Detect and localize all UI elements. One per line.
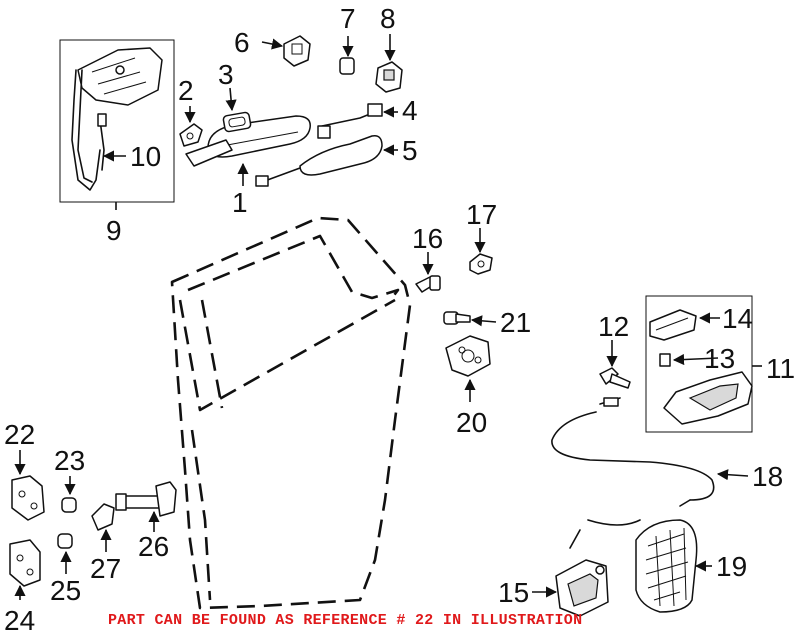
part-24-lower-bracket bbox=[9, 539, 41, 587]
part-26-door-check bbox=[115, 481, 177, 517]
callout-12: 12 bbox=[598, 311, 629, 342]
part-8-cap bbox=[375, 61, 403, 93]
callout-16: 16 bbox=[412, 223, 443, 254]
part-15-door-latch bbox=[555, 559, 609, 617]
rear-door-outline bbox=[170, 216, 412, 610]
callout-labels: 1 2 3 4 5 6 7 8 9 10 11 12 13 14 15 16 1… bbox=[4, 3, 795, 636]
callout-8: 8 bbox=[380, 3, 396, 34]
callout-4: 4 bbox=[402, 95, 418, 126]
part-22-bracket bbox=[11, 475, 45, 521]
callout-27: 27 bbox=[90, 553, 121, 584]
callout-25: 25 bbox=[50, 575, 81, 606]
callout-19: 19 bbox=[716, 551, 747, 582]
callout-23: 23 bbox=[54, 445, 85, 476]
callout-7: 7 bbox=[340, 3, 356, 34]
part-9-latch-cable-assembly bbox=[59, 39, 175, 203]
part-5-handle-cover bbox=[255, 134, 383, 187]
callout-14: 14 bbox=[722, 303, 753, 334]
callout-13: 13 bbox=[704, 343, 735, 374]
callout-5: 5 bbox=[402, 135, 418, 166]
callout-17: 17 bbox=[466, 199, 497, 230]
part-11-inside-handle-assembly bbox=[645, 295, 753, 433]
part-20-striker bbox=[445, 335, 491, 377]
callout-18: 18 bbox=[752, 461, 783, 492]
part-7-plug bbox=[339, 57, 355, 75]
part-18-release-cable bbox=[551, 397, 715, 549]
part-25-bushing bbox=[57, 533, 73, 549]
part-17-nut bbox=[469, 253, 493, 275]
part-16-striker-bolt bbox=[415, 275, 441, 293]
part-27-check-cover bbox=[91, 503, 115, 531]
handle-carrier bbox=[185, 139, 233, 167]
part-21-screw bbox=[443, 311, 471, 325]
reference-note: PART CAN BE FOUND AS REFERENCE # 22 IN I… bbox=[108, 612, 583, 629]
callout-3: 3 bbox=[218, 59, 234, 90]
part-4-handle-rod bbox=[317, 103, 383, 139]
callout-9: 9 bbox=[106, 215, 122, 246]
callout-21: 21 bbox=[500, 307, 531, 338]
part-3-handle-seal bbox=[222, 111, 252, 133]
part-6-clip bbox=[283, 35, 311, 67]
callout-11: 11 bbox=[766, 353, 795, 384]
callout-15: 15 bbox=[498, 577, 529, 608]
callout-26: 26 bbox=[138, 531, 169, 562]
callout-24: 24 bbox=[4, 605, 35, 636]
leader-lines bbox=[14, 34, 762, 600]
callout-20: 20 bbox=[456, 407, 487, 438]
part-2-gasket bbox=[179, 123, 203, 147]
callout-10: 10 bbox=[130, 141, 161, 172]
part-19-latch-cover bbox=[635, 519, 698, 613]
callout-2: 2 bbox=[178, 75, 194, 106]
part-12-bolt bbox=[599, 367, 631, 389]
callout-6: 6 bbox=[234, 27, 250, 58]
part-23-bushing bbox=[61, 497, 77, 513]
callout-1: 1 bbox=[232, 187, 248, 218]
callout-22: 22 bbox=[4, 419, 35, 450]
